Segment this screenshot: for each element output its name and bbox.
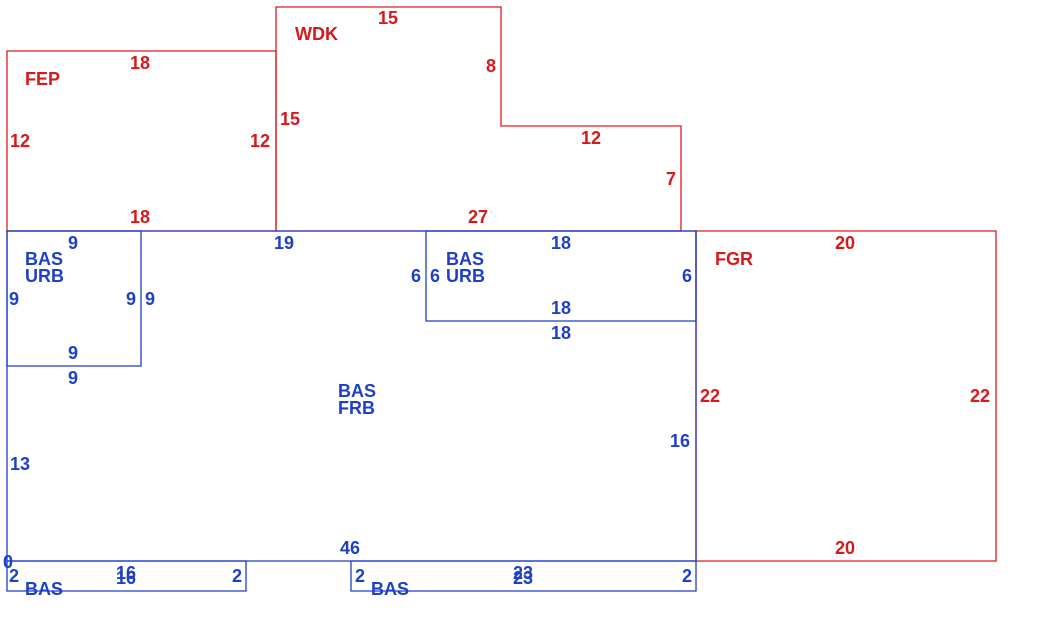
- fep-dim-right: 12: [250, 131, 270, 151]
- bas-urb-left-code-bas: BAS: [25, 249, 63, 269]
- bas-bottom-left-outline: [6, 560, 247, 592]
- bas-bottom-right-code: BAS: [371, 579, 409, 599]
- bas-bottom-left-dim-bottom: 16: [116, 568, 136, 588]
- bas-urb-left-dim-left: 9: [9, 289, 19, 309]
- wdk-dim-step: 12: [581, 128, 601, 148]
- fep-dim-left: 12: [10, 131, 30, 151]
- fgr-dim-top: 20: [835, 233, 855, 253]
- bas-bottom-left-dim-zero: 0: [3, 552, 13, 572]
- fgr-outline: [695, 230, 997, 562]
- bas-urb-right-code-urb: URB: [446, 266, 485, 286]
- bas-urb-right-outline: [425, 230, 697, 322]
- bas-frb-dim-right: 16: [670, 431, 690, 451]
- fep-area-code: FEP: [25, 69, 60, 89]
- bas-bottom-left-dim-top: 16: [116, 563, 136, 583]
- bas-bottom-left-dim-left: 2: [9, 566, 19, 586]
- bas-bottom-right-dim-top: 23: [513, 563, 533, 583]
- bas-urb-right-dim-left-inner: 6: [430, 266, 440, 286]
- bas-frb-dim-top: 19: [274, 233, 294, 253]
- bas-bottom-right-outline: [350, 560, 697, 592]
- bas-urb-left-dim-bottom-outer: 9: [68, 368, 78, 388]
- bas-frb-code-bas: BAS: [338, 381, 376, 401]
- bas-bottom-left-dim-right: 2: [232, 566, 242, 586]
- wdk-dim-left: 15: [280, 109, 300, 129]
- bas-urb-left-outline: [6, 230, 142, 367]
- bas-urb-left-dim-top: 9: [68, 233, 78, 253]
- bas-bottom-right-dim-bottom: 23: [513, 568, 533, 588]
- fgr-dim-left: 22: [700, 386, 720, 406]
- bas-frb-code-frb: FRB: [338, 398, 375, 418]
- wdk-dim-bottom: 27: [468, 207, 488, 227]
- bas-urb-left-dim-bottom-inner: 9: [68, 343, 78, 363]
- bas-urb-right-dim-left-outer: 6: [411, 266, 421, 286]
- bas-bottom-right-dim-right: 2: [682, 566, 692, 586]
- wdk-dim-top: 15: [378, 8, 398, 28]
- bas-urb-right-dim-bottom-inner: 18: [551, 298, 571, 318]
- bas-urb-right-code-bas: BAS: [446, 249, 484, 269]
- wdk-dim-right-lower: 7: [666, 169, 676, 189]
- bas-urb-right-dim-top: 18: [551, 233, 571, 253]
- bas-frb-dim-bottom: 46: [340, 538, 360, 558]
- fgr-dim-bottom: 20: [835, 538, 855, 558]
- bas-urb-left-dim-right-outer: 9: [145, 289, 155, 309]
- wdk-area-code: WDK: [295, 24, 338, 44]
- fep-dim-top: 18: [130, 53, 150, 73]
- fep-dim-bottom: 18: [130, 207, 150, 227]
- bas-urb-left-code-urb: URB: [25, 266, 64, 286]
- fgr-area-code: FGR: [715, 249, 753, 269]
- wdk-dim-right-upper: 8: [486, 56, 496, 76]
- bas-urb-left-dim-right-inner: 9: [126, 289, 136, 309]
- bas-urb-right-dim-bottom-outer: 18: [551, 323, 571, 343]
- fgr-dim-right: 22: [970, 386, 990, 406]
- bas-frb-dim-left: 13: [10, 454, 30, 474]
- bas-bottom-left-code: BAS: [25, 579, 63, 599]
- bas-urb-right-dim-right: 6: [682, 266, 692, 286]
- bas-bottom-right-dim-left: 2: [355, 566, 365, 586]
